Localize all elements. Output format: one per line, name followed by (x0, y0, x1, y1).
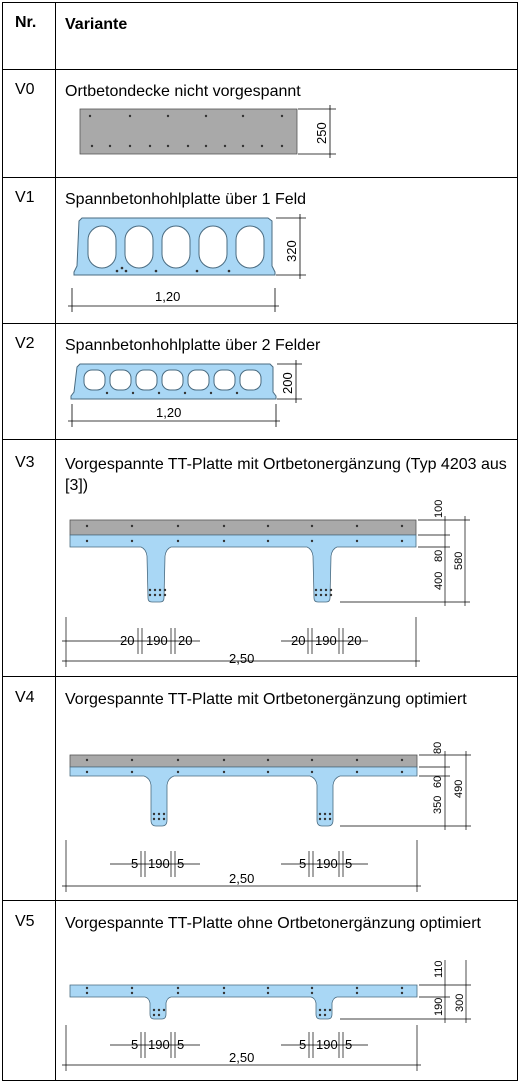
dim-v5-left-b: 5 (177, 1037, 184, 1052)
row-nr-v5: V5 (15, 913, 35, 930)
row-text-v5: Vorgespannte TT-Platte ohne Ortbetonergä… (65, 915, 481, 932)
dim-v5-total: 300 (454, 994, 466, 1012)
row-nr-v2: V2 (15, 335, 35, 352)
rebar-dots (88, 114, 284, 148)
dim-width-v1: 1,20 (155, 289, 180, 304)
column-divider (55, 3, 56, 1080)
dimension-lines (298, 105, 336, 158)
insitu-topping (69, 519, 417, 536)
dim-v4-total: 490 (453, 780, 465, 798)
tt-precast-element (69, 534, 417, 603)
dim-v5-left-web: 190 (148, 1037, 170, 1052)
dim-v3-web: 400 (433, 572, 445, 590)
row-text-v4: Vorgespannte TT-Platte mit Ortbetonergän… (65, 691, 467, 708)
row-nr-v1: V1 (15, 189, 35, 206)
dim-v4-right-web: 190 (316, 856, 338, 871)
row-nr-v0: V0 (15, 81, 35, 98)
row-text-v0: Ortbetondecke nicht vorgespannt (65, 83, 301, 100)
dim-v5-width: 2,50 (229, 1050, 254, 1065)
dim-v4-web: 350 (432, 796, 444, 814)
row-divider (3, 439, 517, 440)
drawing-v4: 80 60 350 490 5 190 5 5 190 5 2,50 (62, 742, 471, 892)
dim-v4-left-b: 5 (177, 856, 184, 871)
dim-v3-flange: 80 (433, 550, 445, 562)
dim-v4-topping: 80 (432, 742, 444, 754)
drawing-v5: 110 190 300 5 190 5 5 190 5 2,50 (62, 960, 471, 1071)
rebar-dots (85, 524, 404, 597)
row-nr-v4: V4 (15, 689, 35, 706)
dim-height-v0: 250 (314, 122, 329, 144)
dimension-lines (62, 751, 471, 892)
dim-v3-left-a: 20 (120, 633, 134, 648)
voids (87, 225, 265, 269)
row-divider (3, 177, 517, 178)
header-nr: Nr. (15, 14, 37, 31)
dim-v4-left-a: 5 (131, 856, 138, 871)
dim-v4-flange: 60 (432, 776, 444, 788)
row-divider (3, 676, 517, 677)
row-divider (3, 323, 517, 324)
row-text-v2: Spannbetonhohlplatte über 2 Felder (65, 337, 321, 354)
dim-width-v2: 1,20 (156, 405, 181, 420)
strands (105, 391, 239, 395)
row-text-v3: Vorgespannte TT-Platte mit Ortbetonergän… (65, 456, 507, 494)
row-divider (3, 69, 517, 70)
dim-v5-right-a: 5 (299, 1037, 306, 1052)
tt-precast-element (69, 984, 418, 1020)
tt-precast-element (69, 766, 418, 827)
dim-v3-left-web: 190 (146, 633, 168, 648)
dim-v4-left-web: 190 (148, 856, 170, 871)
dim-v5-flange: 110 (433, 960, 445, 978)
drawing-v1: 320 1,20 (68, 214, 306, 312)
row-divider (3, 900, 517, 901)
dimension-lines (68, 214, 306, 312)
insitu-slab (79, 108, 298, 155)
dimension-lines (68, 360, 302, 427)
rebar-dots (85, 986, 404, 1017)
drawing-v0: 250 (79, 105, 336, 158)
dim-v5-right-web: 190 (316, 1037, 338, 1052)
dim-v5-web: 190 (433, 998, 445, 1016)
drawing-v3: 100 80 400 580 20 190 20 20 190 20 2,50 (62, 500, 470, 667)
dim-height-v1: 320 (284, 240, 299, 262)
rebar-dots (85, 758, 404, 821)
dim-v3-width: 2,50 (229, 651, 254, 666)
dim-v3-right-web: 190 (315, 633, 337, 648)
dim-v3-left-b: 20 (178, 633, 192, 648)
dim-v4-right-b: 5 (345, 856, 352, 871)
strands (115, 266, 231, 273)
drawing-v2: 200 1,20 (68, 360, 302, 427)
dim-v4-width: 2,50 (229, 871, 254, 886)
dim-v4-right-a: 5 (299, 856, 306, 871)
dimension-lines (62, 960, 471, 1071)
dim-v5-left-a: 5 (131, 1037, 138, 1052)
voids (83, 369, 262, 391)
dimension-lines (62, 516, 470, 667)
dim-v5-right-b: 5 (345, 1037, 352, 1052)
dim-v3-right-b: 20 (347, 633, 361, 648)
dim-height-v2: 200 (280, 372, 295, 394)
row-nr-v3: V3 (15, 454, 35, 471)
dim-v3-right-a: 20 (291, 633, 305, 648)
dim-v3-total: 580 (453, 552, 465, 570)
header-variante: Variante (65, 16, 128, 33)
insitu-topping (69, 754, 418, 768)
row-text-v1: Spannbetonhohlplatte über 1 Feld (65, 191, 307, 208)
dim-v3-topping: 100 (433, 500, 445, 518)
